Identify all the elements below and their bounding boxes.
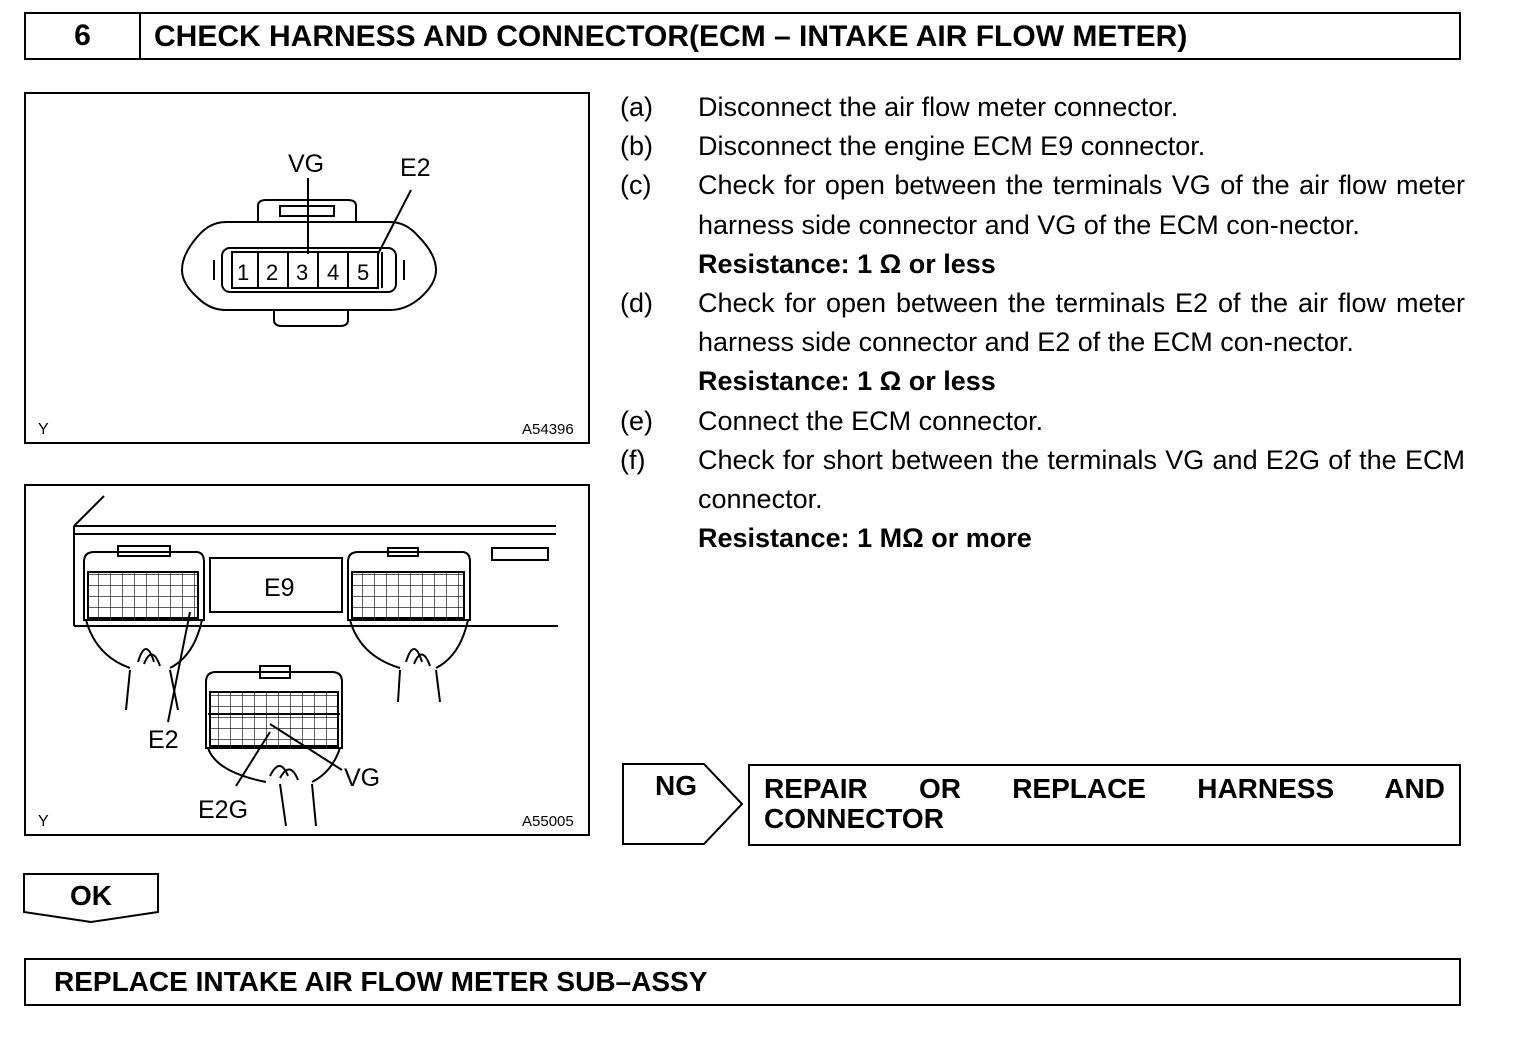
figure-code: A54396 — [522, 421, 574, 438]
ng-label: NG — [655, 770, 697, 801]
figure-corner-letter: Y — [38, 421, 49, 438]
step-label: (b) — [620, 131, 653, 162]
pin-2: 2 — [266, 260, 278, 285]
procedure-steps: (a) Disconnect the air flow meter connec… — [620, 88, 1465, 558]
step-c: (c) Check for open between the terminals… — [620, 166, 1465, 244]
figure-code: A55005 — [522, 813, 574, 830]
label-vg: VG — [344, 764, 380, 792]
step-text: Disconnect the air flow meter connector. — [698, 92, 1179, 122]
ok-arrow-shape — [23, 873, 159, 924]
ecm-drawing: E9 E2 VG E2G Y A55005 — [38, 495, 574, 830]
step-label: (f) — [620, 444, 646, 475]
step-label: (a) — [620, 92, 653, 122]
ng-result-box: REPAIR OR REPLACE HARNESS AND CONNECTOR — [748, 764, 1461, 846]
pin-5: 5 — [357, 260, 369, 285]
label-e2: E2 — [400, 154, 431, 182]
step-text: Disconnect the engine ECM E9 connector. — [698, 131, 1206, 162]
step-d: (d) Check for open between the terminals… — [620, 284, 1465, 362]
step-text: Check for short between the terminals VG… — [698, 444, 1465, 515]
next-action-box: REPLACE INTAKE AIR FLOW METER SUB–ASSY — [24, 958, 1461, 1006]
label-e2: E2 — [148, 726, 179, 754]
step-title: CHECK HARNESS AND CONNECTOR(ECM – INTAKE… — [154, 20, 1188, 53]
step-b: (b) Disconnect the engine ECM E9 connect… — [620, 127, 1465, 166]
figure-air-flow-meter-connector: VG E2 1 2 3 4 5 Y A54396 — [24, 92, 590, 444]
step-label: (c) — [620, 170, 652, 201]
ng-result-line2: CONNECTOR — [764, 803, 944, 834]
step-header: 6 CHECK HARNESS AND CONNECTOR(ECM – INTA… — [24, 12, 1461, 60]
ng-arrow-shape — [622, 763, 744, 845]
step-a: (a) Disconnect the air flow meter connec… — [620, 88, 1465, 127]
resistance-spec: Resistance: 1 Ω or less — [698, 366, 996, 397]
step-text: Connect the ECM connector. — [698, 405, 1044, 436]
connector-label-e9: E9 — [264, 574, 295, 602]
step-label: (e) — [620, 405, 653, 436]
next-action-text: REPLACE INTAKE AIR FLOW METER SUB–ASSY — [54, 966, 708, 997]
step-label: (d) — [620, 288, 653, 319]
step-text: Check for open between the terminals E2 … — [698, 288, 1465, 358]
ng-result-line1: REPAIR OR REPLACE HARNESS AND — [764, 773, 1445, 804]
step-e: (e) Connect the ECM connector. — [620, 402, 1465, 441]
pin-1: 1 — [237, 260, 249, 285]
step-f: (f) Check for short between the terminal… — [620, 441, 1465, 519]
resistance-spec: Resistance: 1 MΩ or more — [698, 523, 1032, 554]
ok-label: OK — [70, 880, 112, 911]
resistance-spec: Resistance: 1 Ω or less — [698, 248, 996, 279]
connector-drawing: VG E2 1 2 3 4 5 Y A54396 — [38, 150, 574, 438]
label-e2g: E2G — [198, 796, 248, 824]
pin-4: 4 — [327, 260, 339, 285]
step-text: Check for open between the terminals VG … — [698, 170, 1465, 240]
figure-ecm-connector: E9 E2 VG E2G Y A55005 — [24, 484, 590, 836]
figure-corner-letter: Y — [38, 813, 49, 830]
label-vg: VG — [288, 150, 324, 178]
step-number: 6 — [26, 14, 141, 58]
pin-3: 3 — [296, 260, 308, 285]
